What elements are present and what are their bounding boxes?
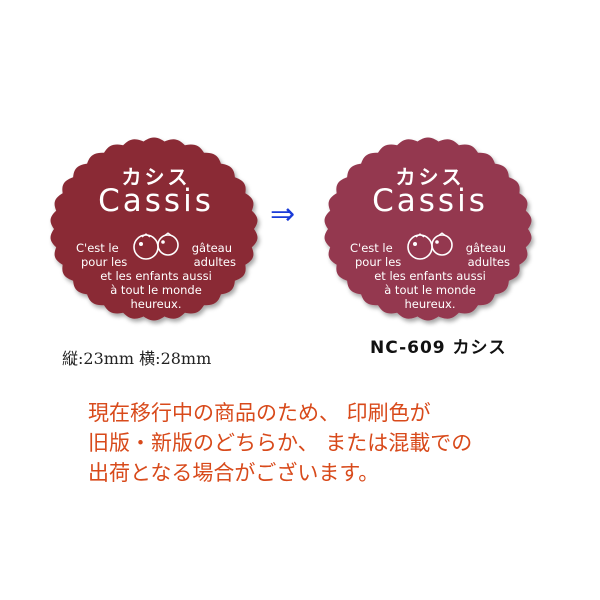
notice-line-1: 現在移行中の商品のため、 印刷色が <box>88 401 431 425</box>
new-desc-line2-left: pour les <box>355 255 402 269</box>
new-desc-line4: à tout le monde <box>384 283 476 297</box>
transition-notice: 現在移行中の商品のため、 印刷色が 旧版・新版のどちらか、 または混載での 出荷… <box>88 398 568 488</box>
new-desc-line1-left: C'est le <box>350 241 393 255</box>
old-desc-line4: à tout le monde <box>110 283 202 297</box>
size-caption: 縦:23mm 横:28mm <box>62 349 212 368</box>
right-double-arrow-icon: ⇒ <box>270 197 296 232</box>
old-desc-line2-right: adultes <box>193 255 236 269</box>
old-desc-line1-right: gâteau <box>191 241 232 255</box>
old-desc-line3: et les enfants aussi <box>100 269 212 283</box>
new-desc-line2-right: adultes <box>467 255 510 269</box>
new-desc-line1-right: gâteau <box>465 241 506 255</box>
old-desc-line2-left: pour les <box>81 255 128 269</box>
new-label-scalloped-shape <box>324 137 532 321</box>
notice-line-3: 出荷となる場合がございます。 <box>88 461 380 485</box>
new-label-name: Cassis <box>372 183 488 219</box>
old-label-name: Cassis <box>98 183 214 219</box>
old-desc-line1-left: C'est le <box>76 241 119 255</box>
cassis-berries-icon <box>407 232 453 260</box>
new-desc-line3: et les enfants aussi <box>374 269 486 283</box>
new-label-kana: カシス <box>395 165 465 189</box>
old-desc-line5: heureux. <box>130 297 182 311</box>
cassis-berries-icon <box>133 232 179 260</box>
new-desc-line5: heureux. <box>404 297 456 311</box>
product-code: NC-609 カシス <box>370 338 507 358</box>
old-label: カシス Cassis C'est le gâteau pour les adul… <box>48 133 264 329</box>
notice-line-2: 旧版・新版のどちらか、 または混載での <box>88 431 473 455</box>
old-label-scalloped-shape <box>50 137 258 321</box>
old-label-kana: カシス <box>121 165 191 189</box>
new-label: カシス Cassis C'est le gâteau pour les adul… <box>322 133 538 329</box>
